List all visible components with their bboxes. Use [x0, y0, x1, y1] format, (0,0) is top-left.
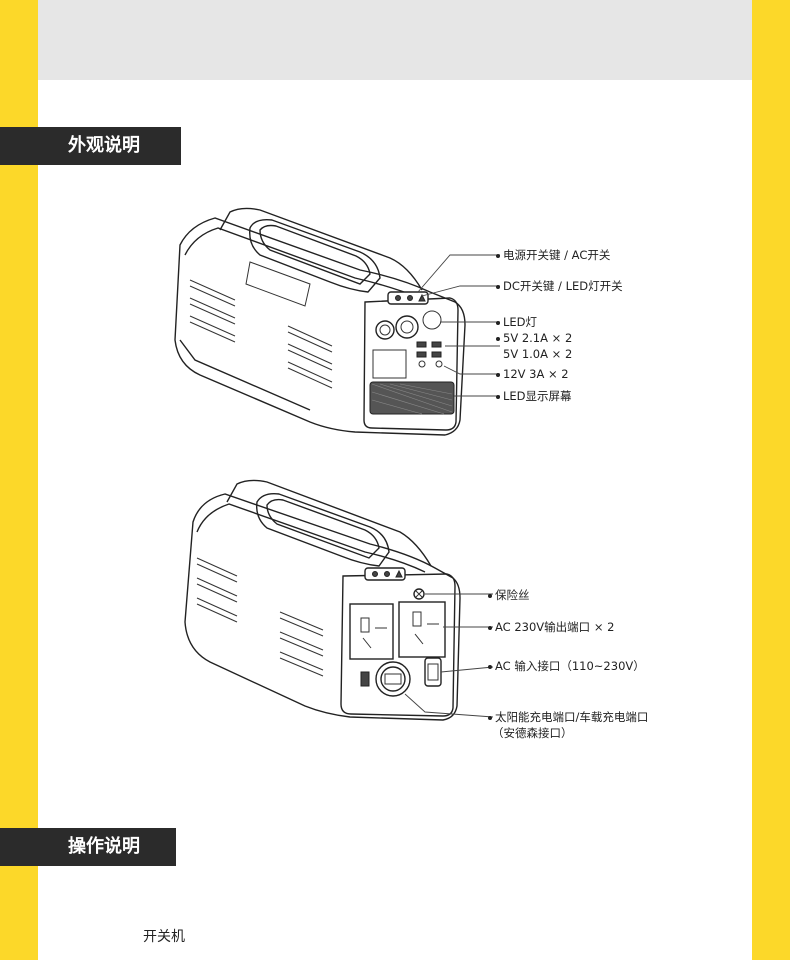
back-view-illustration: [184, 479, 494, 721]
bullet-icon: [496, 284, 500, 289]
callout-ac-input: AC 输入接口（110~230V）: [488, 658, 645, 674]
section-title-appearance: 外观说明: [68, 135, 140, 156]
callout-usb-1-0a: 5V 1.0A × 2: [503, 347, 573, 361]
section-title-operation: 操作说明: [68, 836, 140, 857]
bullet-icon: [496, 336, 500, 341]
bullet-icon: [496, 372, 500, 377]
callout-led-display: LED显示屏幕: [496, 388, 572, 404]
callout-usb-2-1a: 5V 2.1A × 2: [496, 330, 572, 346]
right-yellow-bar: [752, 0, 790, 960]
callout-solar-port: 太阳能充电端口/车载充电端口: [488, 709, 648, 725]
power-on-heading: 开关机: [143, 929, 185, 945]
bullet-icon: [496, 394, 500, 399]
bullet-icon: [488, 715, 492, 720]
bullet-icon: [488, 625, 492, 630]
front-view-illustration: [174, 207, 500, 436]
callout-ac-output: AC 230V输出端口 × 2: [488, 619, 614, 635]
bullet-icon: [488, 593, 492, 598]
callout-power-switch: 电源开关键 / AC开关: [496, 247, 610, 263]
callout-anderson-port: （安德森接口）: [492, 726, 573, 740]
section-header-operation: 操作说明: [0, 828, 176, 866]
bullet-icon: [496, 320, 500, 325]
bullet-icon: [488, 664, 492, 669]
section-header-appearance: 外观说明: [0, 127, 181, 165]
top-gray-band: [38, 0, 752, 80]
callout-dc-12v: 12V 3A × 2: [496, 366, 569, 382]
bullet-icon: [496, 253, 500, 258]
callout-dc-switch: DC开关键 / LED灯开关: [496, 278, 623, 294]
callout-fuse: 保险丝: [488, 587, 530, 603]
callout-led-light: LED灯: [496, 314, 537, 330]
